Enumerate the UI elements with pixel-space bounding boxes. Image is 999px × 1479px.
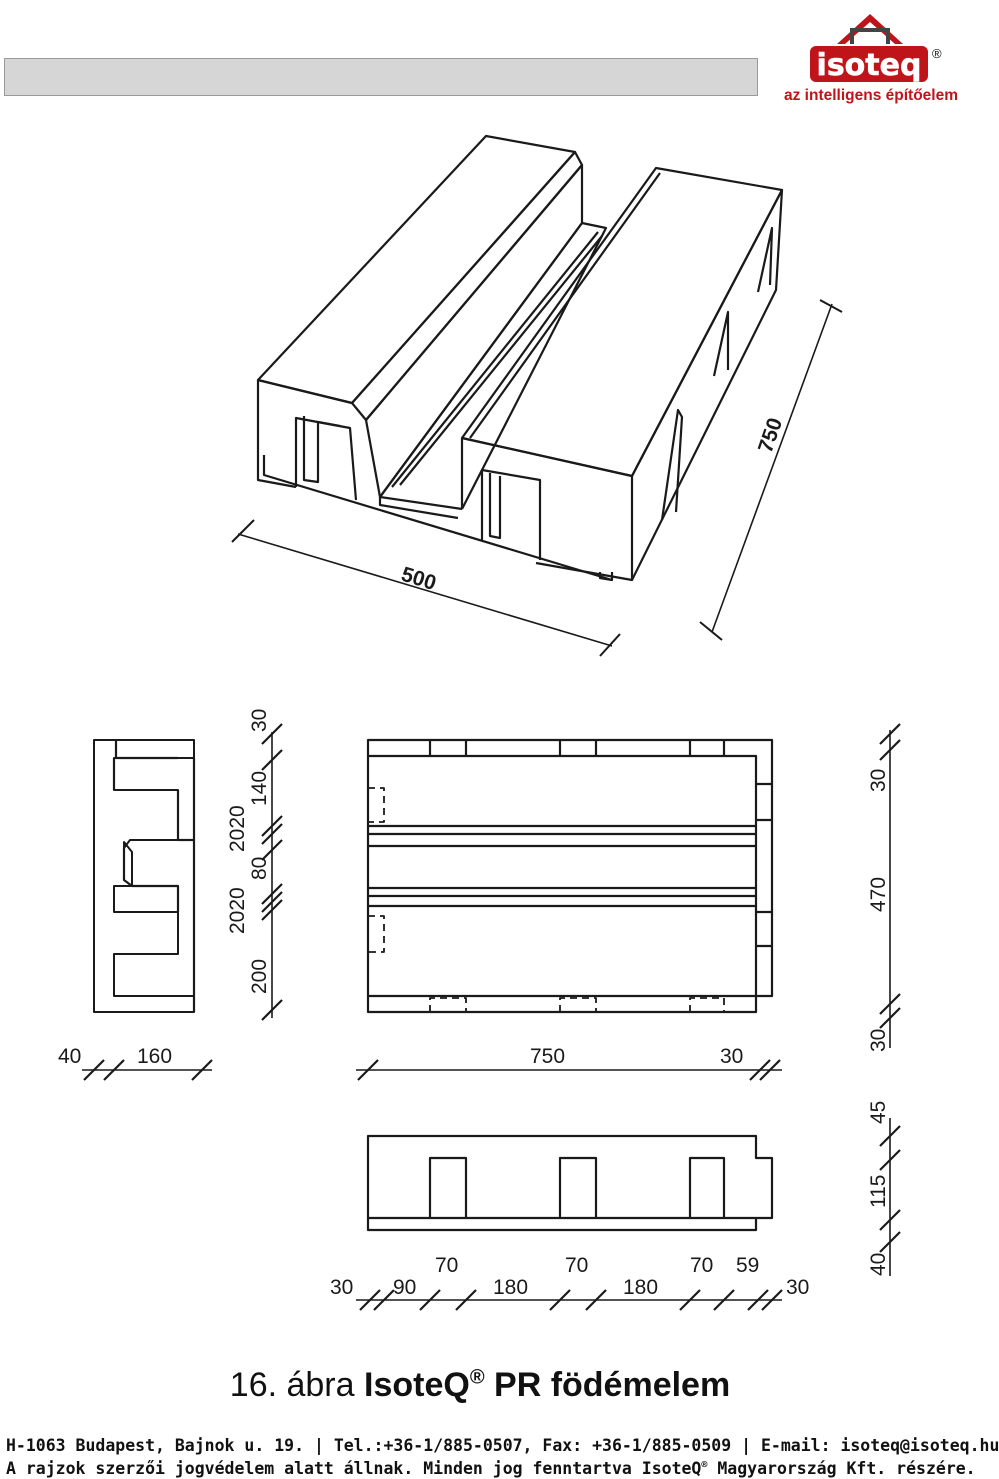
dim-elev-h-180a: 180 — [493, 1276, 528, 1299]
footer-copyright-line: A rajzok szerzői jogvédelem alatt állnak… — [6, 1459, 976, 1478]
dim-right-470: 470 — [867, 877, 890, 912]
dim-right-30-top: 30 — [867, 769, 890, 792]
dim-iso-length: 750 — [754, 415, 787, 456]
dim-section-30: 30 — [248, 709, 271, 732]
dim-elev-h-180b: 180 — [623, 1276, 658, 1299]
cross-section — [82, 723, 283, 1081]
dim-section-140: 140 — [248, 771, 271, 806]
logo-brand: isoteq — [817, 48, 922, 83]
caption-product: PR födémelem — [494, 1366, 731, 1404]
isoteq-logo: isoteq ® az intelligens építőelem — [784, 14, 958, 104]
logo-badge — [810, 46, 928, 82]
dim-elev-h-30a: 30 — [330, 1276, 353, 1299]
technical-drawing: 500 750 40 160 200 2020 80 2020 140 30 7… — [58, 134, 901, 1311]
dim-elev-h-70a: 70 — [435, 1254, 458, 1277]
dim-iso-width: 500 — [399, 563, 439, 595]
logo-registered: ® — [932, 46, 942, 61]
dim-plan-750: 750 — [530, 1045, 565, 1068]
figure-label: 16. ábra — [229, 1366, 355, 1404]
plan-view — [356, 723, 901, 1081]
logo-tagline: az intelligens építőelem — [784, 87, 958, 104]
dim-section-160: 160 — [137, 1045, 172, 1068]
dim-elev-h-90: 90 — [393, 1276, 416, 1299]
footer-contact-line: H-1063 Budapest, Bajnok u. 19. | Tel.:+3… — [6, 1436, 999, 1455]
copyright-text: A rajzok szerzői jogvédelem alatt állnak… — [6, 1459, 702, 1478]
dim-elev-h-70b: 70 — [565, 1254, 588, 1277]
dim-elev-h-59: 59 — [736, 1254, 759, 1277]
dim-elev-h-70c: 70 — [690, 1254, 713, 1277]
dim-elev-40: 40 — [867, 1253, 890, 1276]
dim-section-40: 40 — [58, 1045, 81, 1068]
dim-section-2020-a: 2020 — [226, 887, 249, 934]
elevation-view — [356, 1118, 901, 1311]
dim-section-80: 80 — [248, 857, 271, 880]
copyright-registered: ® — [701, 1459, 708, 1471]
dim-elev-45: 45 — [867, 1101, 890, 1124]
isometric-view — [231, 134, 843, 657]
dim-section-2020-b: 2020 — [226, 805, 249, 852]
dim-plan-30: 30 — [720, 1045, 743, 1068]
copyright-company: Magyarország Kft. részére. — [707, 1459, 976, 1478]
dim-elev-115: 115 — [867, 1175, 890, 1208]
caption-brand: IsoteQ — [364, 1366, 470, 1404]
house-frame-icon — [850, 28, 890, 44]
dim-elev-h-30b: 30 — [786, 1276, 809, 1299]
dim-right-30-bottom: 30 — [867, 1029, 890, 1052]
caption-registered: ® — [469, 1366, 485, 1389]
dim-section-200: 200 — [248, 959, 271, 994]
figure-caption: 16. ábra IsoteQ® PR födémelem — [0, 1366, 960, 1405]
header-bar — [4, 58, 758, 96]
